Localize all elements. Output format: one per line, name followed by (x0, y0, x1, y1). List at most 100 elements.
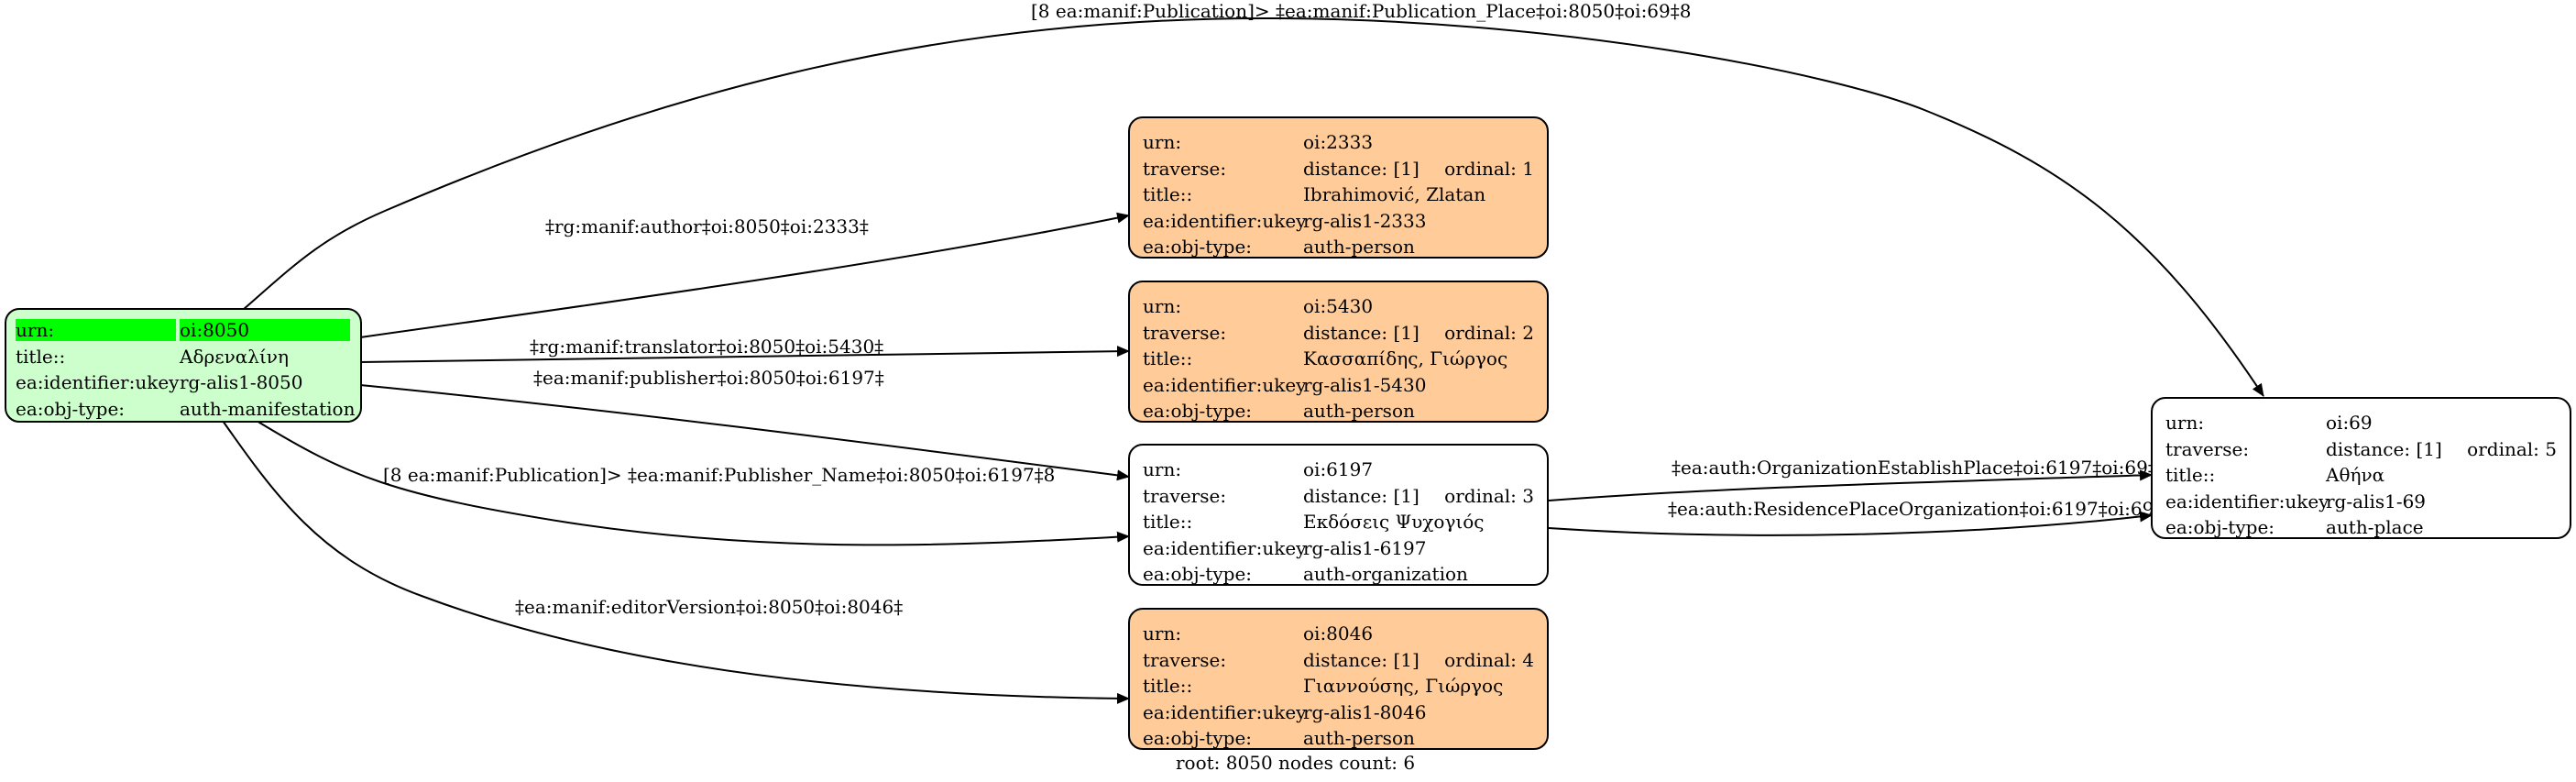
node-69[interactable]: urn: oi:69 traverse: distance: [1] ordinal:… (2151, 397, 2571, 539)
node-row-title: title::Εκδόσεις Ψυχογιός (1143, 509, 1534, 535)
node-field-key: title:: (1143, 675, 1193, 698)
node-2333[interactable]: urn:oi:2333 traverse:distance: [1]ordina… (1128, 116, 1549, 259)
edge-publisher-name (256, 420, 1130, 546)
node-field-key: ea:obj-type: (1143, 727, 1253, 750)
node-field-key: ea:obj-type: (1143, 563, 1253, 586)
node-field-value: auth-person (1303, 727, 1415, 750)
node-row-type: ea:obj-type: auth-place (2165, 514, 2557, 541)
node-row-title: title::Ibrahimović, Zlatan (1143, 182, 1534, 208)
node-field-value: Εκδόσεις Ψυχογιός (1303, 511, 1485, 534)
node-field-key: ea:obj-type: (2165, 516, 2275, 539)
node-field-key: urn: (2165, 412, 2205, 435)
node-field-value: rg-alis1-6197 (1303, 536, 1427, 559)
node-field-key: title:: (1143, 347, 1193, 370)
node-row-type: ea:obj-type: auth-organization (1143, 561, 1534, 588)
node-field-key: urn: (1143, 458, 1182, 481)
node-field-value: oi:8050 (180, 319, 350, 342)
node-field-value: oi:5430 (1303, 295, 1374, 318)
node-field-key: title:: (2165, 464, 2216, 487)
node-field-value: distance: [1] (1303, 648, 1420, 671)
node-field-key: traverse: (1143, 157, 1227, 180)
graph-footer: root: 8050 nodes count: 6 (1176, 752, 1416, 774)
node-field-value: oi:6197 (1303, 458, 1374, 481)
node-field-value: auth-person (1303, 400, 1415, 423)
node-field-value: rg-alis1-8050 (180, 371, 303, 394)
node-field-key: ea:identifier:ukey (2165, 490, 2329, 512)
node-field-key: ea:identifier:ukey (1143, 209, 1307, 232)
node-row-type: ea:obj-type: auth-person (1143, 725, 1534, 752)
node-field-value: oi:8046 (1303, 622, 1374, 645)
edge-translator (359, 346, 1130, 363)
node-field-key: traverse: (1143, 321, 1227, 344)
node-row-urn: urn: oi:8050 (16, 317, 351, 344)
node-row-type: ea:obj-type: auth-person (1143, 398, 1534, 424)
node-field-key: urn: (1143, 131, 1182, 154)
node-8046[interactable]: urn: oi:8046 traverse: distance: [1] ordina… (1128, 608, 1549, 750)
node-field-value: rg-alis1-8046 (1303, 700, 1427, 723)
node-field-value: Κασσαπίδης, Γιώργος (1303, 347, 1508, 370)
node-row-traverse: traverse: distance: [1] ordinal: 5 (2165, 436, 2557, 463)
node-field-value: Ibrahimović, Zlatan (1303, 183, 1486, 206)
node-field-key: traverse: (1143, 484, 1227, 507)
node-row-type: ea:obj-type:auth-person (1143, 234, 1534, 260)
edge-residence-place (1548, 511, 2153, 536)
node-field-value: ordinal: 4 (1444, 648, 1534, 671)
node-field-key: ea:obj-type: (1143, 400, 1253, 423)
edge-label-publisher-name: [8 ea:manif:Publication]> ‡ea:manif:Publ… (383, 464, 1056, 486)
node-field-value: distance: [1] (1303, 321, 1420, 344)
node-row-title: title::Γιαννούσης, Γιώργος (1143, 673, 1534, 699)
edge-label-publication-place: [8 ea:manif:Publication]> ‡ea:manif:Publ… (1031, 0, 1692, 22)
node-field-value: auth-place (2326, 516, 2424, 539)
node-field-value: ordinal: 1 (1444, 157, 1534, 180)
node-field-value: oi:69 (2326, 412, 2373, 435)
node-row-title: title::Αθήνα (2165, 462, 2557, 489)
node-field-value: auth-organization (1303, 563, 1468, 586)
node-row-ukey: ea:identifier:ukey rg-alis1-8050 (16, 369, 351, 396)
node-row-urn: urn: oi:6197 (1143, 457, 1534, 483)
node-field-value: rg-alis1-5430 (1303, 373, 1427, 396)
edge-label-residence-place: ‡ea:auth:ResidencePlaceOrganization‡oi:6… (1668, 498, 2164, 520)
edge-label-editor-version: ‡ea:manif:editorVersion‡oi:8050‡oi:8046‡ (515, 596, 904, 618)
node-6197[interactable]: urn: oi:6197 traverse: distance: [1] ordina… (1128, 444, 1549, 586)
node-field-key: ea:identifier:ukey (1143, 536, 1307, 559)
edge-author (359, 212, 1130, 338)
node-field-key: title:: (1143, 183, 1193, 206)
edge-publisher (359, 384, 1130, 481)
node-field-key: ea:obj-type: (16, 397, 126, 420)
node-row-title: title::Κασσαπίδης, Γιώργος (1143, 346, 1534, 372)
node-field-value: ordinal: 2 (1444, 321, 1534, 344)
edge-label-establish-place: ‡ea:auth:OrganizationEstablishPlace‡oi:6… (1672, 457, 2157, 479)
node-field-key: traverse: (1143, 648, 1227, 671)
edge-editor-version (222, 420, 1130, 704)
edge-establish-place (1548, 469, 2153, 501)
node-field-value: auth-manifestation (180, 397, 356, 420)
node-field-value: distance: [1] (1303, 484, 1420, 507)
node-row-urn: urn:oi:2333 (1143, 129, 1534, 156)
node-field-value: ordinal: 5 (2467, 437, 2557, 460)
node-field-value: Αδρεναλίνη (180, 345, 289, 368)
node-field-key: ea:identifier:ukey (1143, 373, 1307, 396)
node-row-title: title:: Αδρεναλίνη (16, 344, 351, 370)
node-row-urn: urn: oi:8046 (1143, 621, 1534, 647)
node-field-key: title:: (1143, 511, 1193, 534)
node-field-value: distance: [1] (2326, 437, 2442, 460)
edge-label-publisher: ‡ea:manif:publisher‡oi:8050‡oi:6197‡ (533, 367, 884, 389)
node-field-key: urn: (1143, 295, 1182, 318)
node-field-key: ea:identifier:ukey (1143, 700, 1307, 723)
edge-label-author: ‡rg:manif:author‡oi:8050‡oi:2333‡ (545, 215, 869, 237)
node-row-urn: urn: oi:5430 (1143, 293, 1534, 320)
node-field-value: ordinal: 3 (1444, 484, 1534, 507)
node-field-value: Γιαννούσης, Γιώργος (1303, 675, 1504, 698)
node-field-key: ea:identifier:ukey (16, 371, 180, 394)
node-field-key: traverse: (2165, 437, 2250, 460)
node-row-traverse: traverse:distance: [1]ordinal: 1 (1143, 156, 1534, 182)
node-5430[interactable]: urn: oi:5430 traverse: distance: [1] ordina… (1128, 281, 1549, 423)
node-field-value: rg-alis1-69 (2326, 490, 2427, 512)
node-root-8050[interactable]: urn: oi:8050 title:: Αδρεναλίνη ea:ident… (5, 308, 362, 423)
node-field-key: urn: (1143, 622, 1182, 645)
